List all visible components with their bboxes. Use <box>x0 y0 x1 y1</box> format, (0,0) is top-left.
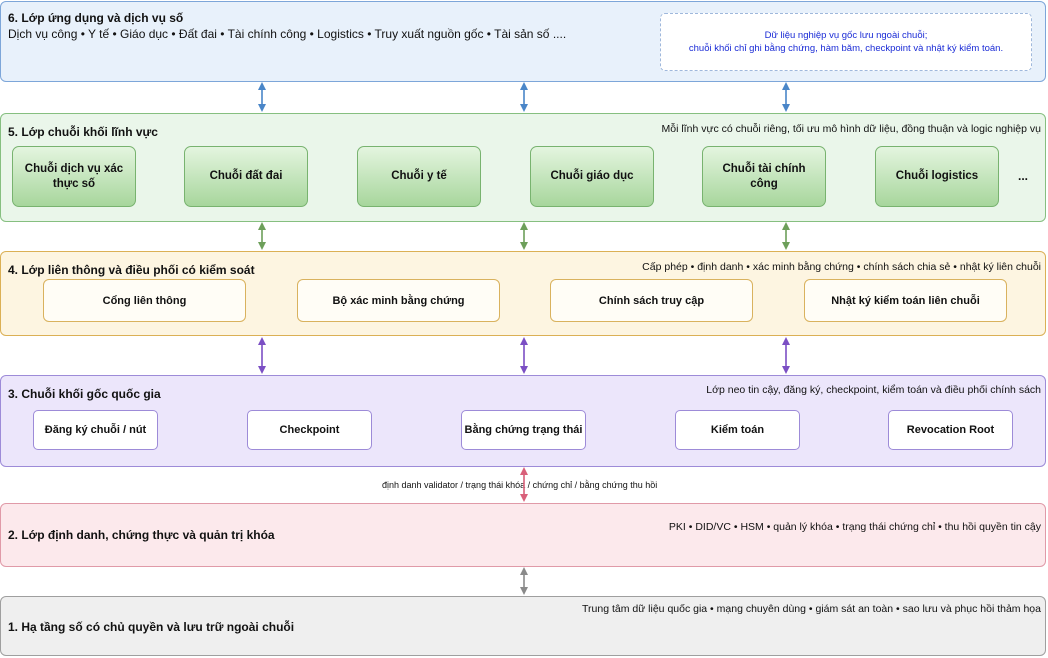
layer-2-note: PKI • DID/VC • HSM • quản lý khóa • trạn… <box>668 521 1041 533</box>
cross-chain-audit-log[interactable]: Nhật ký kiểm toán liên chuỗi <box>804 279 1007 322</box>
layer-2-title: 2. Lớp định danh, chứng thực và quản trị… <box>8 528 275 542</box>
chain-education[interactable]: Chuỗi giáo dục <box>530 146 654 207</box>
layer-1-note: Trung tâm dữ liệu quốc gia • mạng chuyên… <box>582 603 1041 615</box>
layer-5-title: 5. Lớp chuỗi khối lĩnh vực <box>8 125 158 139</box>
chain-public-finance[interactable]: Chuỗi tài chính công <box>702 146 826 207</box>
chain-logistics[interactable]: Chuỗi logistics <box>875 146 999 207</box>
identity-connector-label: định danh validator / trạng thái khóa / … <box>382 480 658 490</box>
layer-6-services: Dịch vụ công • Y tế • Giáo dục • Đất đai… <box>8 27 567 41</box>
proof-verifier[interactable]: Bộ xác minh bằng chứng <box>297 279 500 322</box>
note-line-2: chuỗi khối chỉ ghi bằng chứng, hàm băm, … <box>688 43 1004 54</box>
layer-4-interop: 4. Lớp liên thông và điều phối có kiểm s… <box>0 251 1046 336</box>
revocation-root-node[interactable]: Revocation Root <box>888 410 1013 450</box>
layer-6-application: 6. Lớp ứng dụng và dịch vụ số Dịch vụ cô… <box>0 1 1046 82</box>
interop-gateway[interactable]: Cổng liên thông <box>43 279 246 322</box>
layer-1-title: 1. Hạ tầng số có chủ quyền và lưu trữ ng… <box>8 620 295 634</box>
state-proof-node[interactable]: Bằng chứng trạng thái <box>461 410 586 450</box>
offchain-data-note: Dữ liệu nghiệp vụ gốc lưu ngoài chuỗi; c… <box>660 13 1032 71</box>
more-chains-ellipsis: ... <box>1018 169 1029 183</box>
layer-3-title: 3. Chuỗi khối gốc quốc gia <box>8 387 161 401</box>
chain-land[interactable]: Chuỗi đất đai <box>184 146 308 207</box>
chain-health[interactable]: Chuỗi y tế <box>357 146 481 207</box>
layer-5-domain-chains: 5. Lớp chuỗi khối lĩnh vực Mỗi lĩnh vực … <box>0 113 1046 222</box>
layer-3-root-chain: 3. Chuỗi khối gốc quốc gia Lớp neo tin c… <box>0 375 1046 467</box>
access-policy[interactable]: Chính sách truy cập <box>550 279 753 322</box>
layer-4-title: 4. Lớp liên thông và điều phối có kiểm s… <box>8 263 255 277</box>
chain-digital-auth[interactable]: Chuỗi dịch vụ xác thực số <box>12 146 136 207</box>
layer-1-infrastructure: 1. Hạ tầng số có chủ quyền và lưu trữ ng… <box>0 596 1046 656</box>
layer-5-note: Mỗi lĩnh vực có chuỗi riêng, tối ưu mô h… <box>661 123 1041 135</box>
chain-node-registry[interactable]: Đăng ký chuỗi / nút <box>33 410 158 450</box>
note-line-1: Dữ liệu nghiệp vụ gốc lưu ngoài chuỗi; <box>764 30 928 41</box>
layer-3-note: Lớp neo tin cậy, đăng ký, checkpoint, ki… <box>706 384 1041 396</box>
layer-6-title: 6. Lớp ứng dụng và dịch vụ số <box>8 11 184 25</box>
checkpoint-node[interactable]: Checkpoint <box>247 410 372 450</box>
layer-2-identity: 2. Lớp định danh, chứng thực và quản trị… <box>0 503 1046 567</box>
audit-node[interactable]: Kiểm toán <box>675 410 800 450</box>
layer-4-note: Cấp phép • định danh • xác minh bằng chứ… <box>642 261 1041 273</box>
